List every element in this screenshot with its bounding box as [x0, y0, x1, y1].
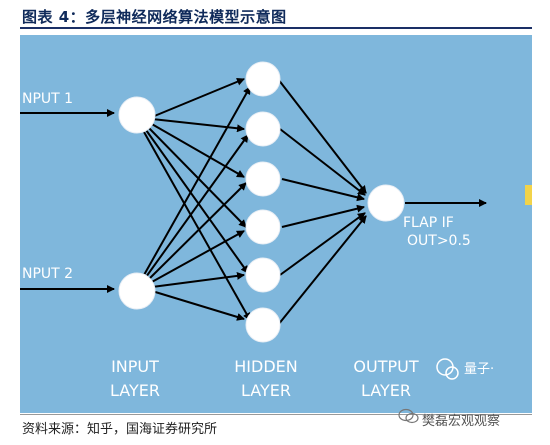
input-2-label: NPUT 2 [22, 266, 73, 282]
input-1-label: NPUT 1 [22, 91, 73, 107]
input-layer-label-line2: LAYER [110, 381, 160, 400]
output-indicator [525, 185, 532, 205]
hidden-node-1 [245, 61, 281, 97]
hidden-layer-label-line1: HIDDEN [234, 357, 297, 376]
output-layer-label-line1: OUTPUT [353, 357, 418, 376]
caption-rule [20, 27, 532, 29]
input-layer-label-line1: INPUT [111, 357, 159, 376]
hidden-node-2 [245, 111, 281, 147]
neural-network-figure: NPUT 1 NPUT 2 FLAP IF OUT>0.5 INPUT LAYE… [20, 35, 532, 413]
output-condition-line1: FLAP IF [403, 215, 454, 231]
source-note: 资料来源：知乎，国海证券研究所 [22, 422, 218, 437]
hidden-node-5 [245, 257, 281, 293]
input-node-1 [118, 96, 156, 134]
hidden-layer-label-line2: LAYER [241, 381, 291, 400]
figure-caption: 图表 4：多层神经网络算法模型示意图 [22, 8, 287, 26]
wechat-icon [398, 408, 419, 424]
input-nodes [118, 96, 156, 310]
source-rule [20, 414, 532, 415]
hidden-node-4 [245, 209, 281, 245]
neural-network-diagram: NPUT 1 NPUT 2 FLAP IF OUT>0.5 INPUT LAYE… [20, 61, 532, 400]
hidden-output-edges [277, 78, 367, 326]
output-node [367, 184, 405, 222]
hidden-nodes [245, 61, 281, 343]
embedded-watermark-text: 量子· [464, 362, 494, 377]
hidden-node-3 [245, 161, 281, 197]
output-layer-label-line2: LAYER [361, 381, 411, 400]
output-condition-line2: OUT>0.5 [407, 233, 471, 249]
embedded-watermark: 量子· [436, 358, 494, 380]
input-node-2 [118, 272, 156, 310]
input-hidden-edges [143, 77, 251, 321]
watermark-text: 樊磊宏观观察 [422, 414, 501, 429]
hidden-node-6 [245, 307, 281, 343]
